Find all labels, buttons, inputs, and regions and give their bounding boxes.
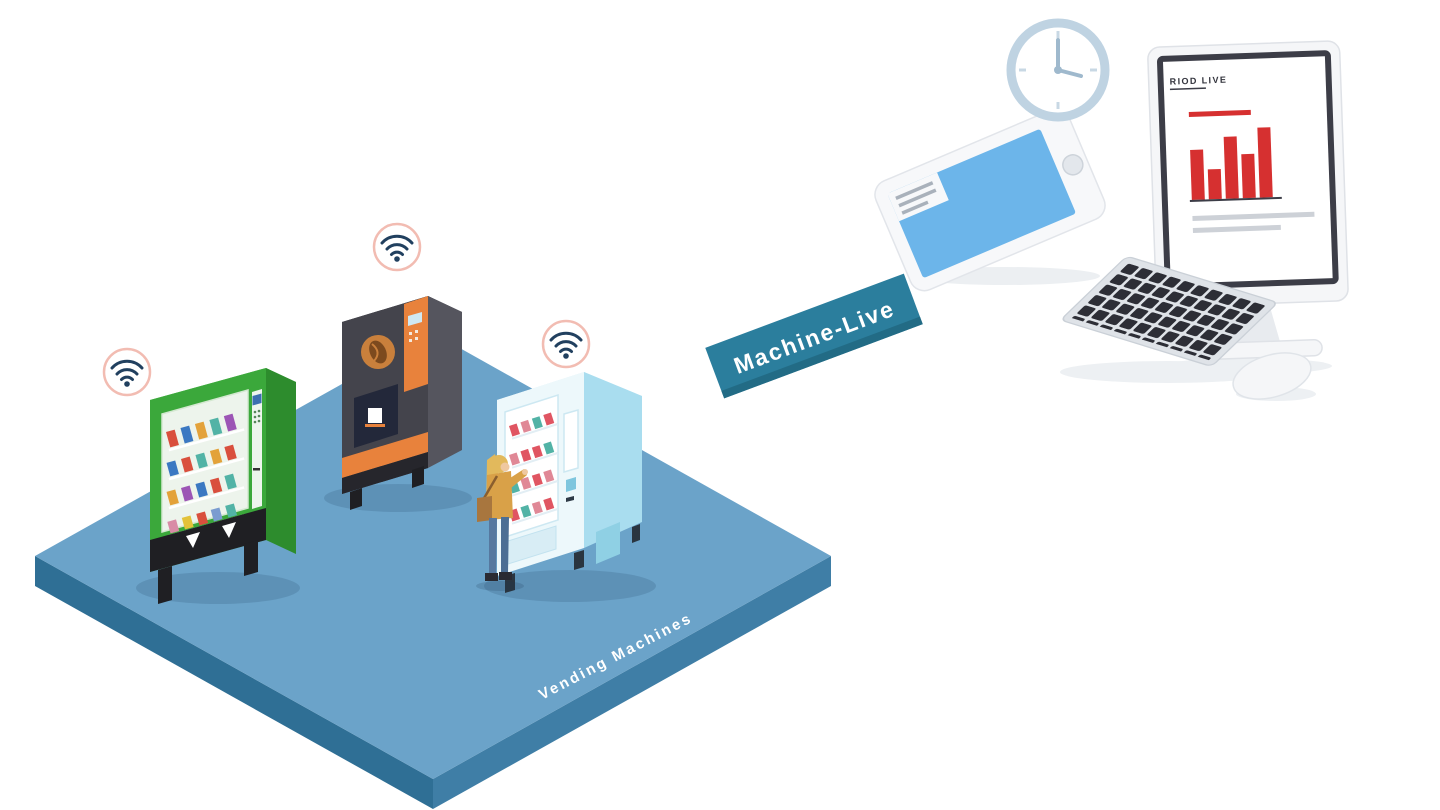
machine-foot	[574, 550, 584, 570]
shelf-row	[509, 441, 559, 469]
text-line	[898, 188, 937, 208]
chart-axis	[1189, 196, 1282, 203]
chart-bar	[1207, 168, 1222, 200]
snack-vending-machine	[150, 368, 296, 604]
beverage-vending-machine	[497, 372, 642, 593]
coin-slot	[253, 468, 260, 471]
person-leg	[501, 517, 509, 573]
shadow	[136, 572, 300, 604]
clock-ticks	[1019, 31, 1097, 109]
machine-side	[584, 372, 642, 548]
platform-right-side	[433, 556, 831, 809]
base-band	[342, 452, 428, 494]
machine-foot	[412, 466, 424, 488]
machine-side	[428, 296, 462, 468]
brand-underline	[1169, 87, 1206, 91]
monitor-brand-text: RIOD LIVE	[1170, 75, 1228, 87]
dispense-band	[150, 508, 266, 572]
person	[476, 454, 528, 591]
chart-bar	[1257, 127, 1273, 198]
keypad-screen	[252, 393, 262, 406]
person-shoe	[499, 572, 512, 580]
wifi-icon	[541, 319, 591, 369]
text-line	[895, 181, 934, 201]
machine-live-banner: Machine-Live	[705, 273, 923, 399]
person-hand	[522, 469, 528, 475]
shelf-row	[166, 473, 245, 510]
chart-top-line	[1188, 109, 1251, 118]
wall-clock	[1006, 18, 1110, 122]
payment-key	[566, 477, 576, 492]
machine-foot	[632, 524, 640, 543]
shelf-row	[509, 412, 559, 440]
payment-panel	[563, 409, 579, 473]
machine-foot	[350, 488, 362, 510]
home-button	[1062, 154, 1084, 176]
machine-side	[266, 368, 296, 554]
desktop-monitor: RIOD LIVE	[1147, 40, 1349, 361]
person-leg	[489, 518, 497, 574]
shelf-row	[509, 497, 559, 525]
coffee-bean-line	[371, 343, 379, 362]
keypad-panel	[252, 389, 262, 509]
banner-ribbon-shade	[721, 316, 923, 399]
side-dispenser	[596, 522, 620, 564]
coffee-vending-machine	[342, 296, 462, 510]
chart-bar	[1223, 136, 1239, 199]
machine-foot	[158, 566, 172, 604]
shoulder-bag	[477, 496, 492, 522]
shadow	[484, 570, 656, 602]
shelf-row	[166, 413, 245, 452]
text-line	[901, 200, 929, 215]
chart-bar	[1190, 149, 1205, 200]
text-line	[1192, 224, 1281, 233]
banner-ribbon	[705, 273, 923, 399]
shadow	[1060, 361, 1276, 383]
wifi-icon	[372, 222, 422, 272]
person-shoe	[485, 573, 498, 581]
person-face	[500, 462, 510, 472]
mouse	[1232, 352, 1312, 400]
arrow-icon	[222, 522, 236, 538]
cup-tray	[365, 424, 385, 427]
platform-left-side	[35, 556, 433, 809]
coin-slot	[566, 496, 574, 502]
arrow-icon	[186, 532, 200, 548]
chart-bar	[1241, 153, 1256, 199]
tablet	[874, 108, 1106, 292]
panel-buttons	[409, 330, 418, 342]
keyboard-keys	[1070, 262, 1268, 361]
accent-band	[342, 432, 428, 478]
wifi-icon	[102, 347, 152, 397]
keyboard	[1062, 256, 1276, 366]
accent-panel	[404, 296, 428, 392]
screen-bar-chart	[1188, 109, 1282, 203]
tablet-screen	[888, 129, 1076, 278]
person-shadow	[476, 581, 524, 591]
person-arm	[507, 469, 527, 488]
panel-screen	[408, 312, 422, 326]
coffee-cup	[368, 408, 382, 423]
text-line	[1192, 211, 1315, 221]
machine-foot	[244, 540, 258, 576]
clock-center	[1054, 66, 1062, 74]
bag-strap	[481, 475, 499, 501]
keypad-buttons	[253, 409, 261, 424]
shelf-row	[166, 444, 245, 481]
